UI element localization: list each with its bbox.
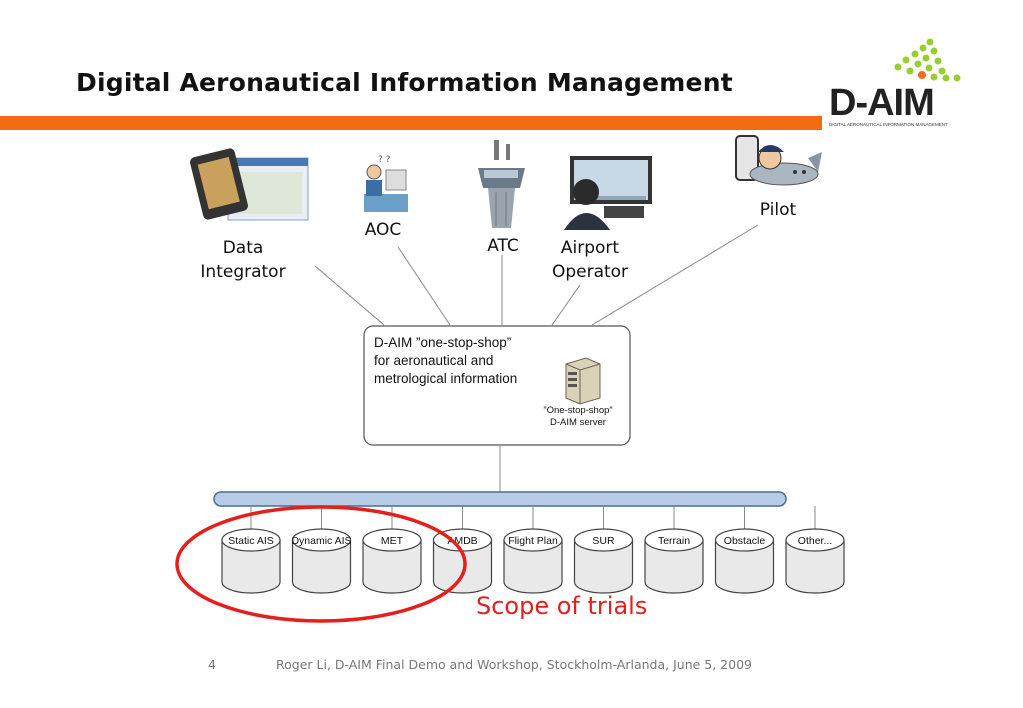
d-aim-logo: D-AIM DIGITAL AERONAUTICAL INFORMATION M…: [826, 34, 966, 134]
database-dynamic-ais: Dynamic AIS: [291, 506, 352, 594]
database-label: Obstacle: [724, 535, 766, 547]
database-met: MET: [362, 506, 422, 594]
database-obstacle: Obstacle: [714, 506, 775, 594]
logo-wordmark: D-AIM: [829, 82, 935, 124]
database-label: MET: [381, 535, 404, 547]
pilot-label: Pilot: [759, 200, 797, 220]
one-stop-shop-box: [363, 325, 631, 446]
aoc-operator-icon: ? ?: [364, 155, 408, 212]
server-icon: [565, 357, 601, 405]
database-group: Static AIS Dynamic AIS MET AMDB Flight Plan S…: [221, 506, 845, 594]
scope-ellipse: [175, 505, 467, 623]
svg-text:? ?: ? ?: [378, 155, 391, 165]
title-accent-bar: [0, 116, 822, 130]
data-bus: [213, 491, 787, 507]
airport-operator-icon: [564, 156, 652, 230]
server-caption: ”One-stop-shop” D-AIM server: [543, 405, 613, 428]
hub-description: D-AIM ”one-stop-shop” for aeronautical a…: [374, 335, 518, 386]
atc-tower-icon: [478, 140, 525, 228]
database-label: Other...: [798, 535, 832, 547]
database-label: Static AIS: [228, 535, 274, 547]
logo-subtitle: DIGITAL AERONAUTICAL INFORMATION MANAGEM…: [829, 122, 948, 127]
database-other: Other...: [785, 506, 845, 594]
database-label: Dynamic AIS: [291, 535, 351, 547]
database-amdb: AMDB: [432, 506, 493, 594]
database-label: Terrain: [658, 535, 690, 547]
aoc-label: AOC: [364, 220, 402, 240]
slide-title: Digital Aeronautical Information Managem…: [76, 68, 733, 97]
actor-connectors: [314, 224, 759, 492]
database-static-ais: Static AIS: [221, 506, 281, 594]
database-label: SUR: [592, 535, 615, 547]
database-terrain: Terrain: [644, 506, 704, 594]
page-number: 4: [208, 657, 216, 672]
database-label: Flight Plan: [508, 535, 558, 547]
database-flight-plan: Flight Plan: [503, 506, 563, 594]
pilot-icon: [735, 135, 822, 186]
scope-of-trials-label: Scope of trials: [476, 592, 648, 620]
database-sur: SUR: [573, 506, 634, 594]
atc-label: ATC: [487, 236, 519, 256]
logo-dots-icon: [894, 38, 961, 82]
data-integrator-icon: [190, 148, 309, 221]
footer-text: Roger Li, D-AIM Final Demo and Workshop,…: [276, 657, 752, 672]
